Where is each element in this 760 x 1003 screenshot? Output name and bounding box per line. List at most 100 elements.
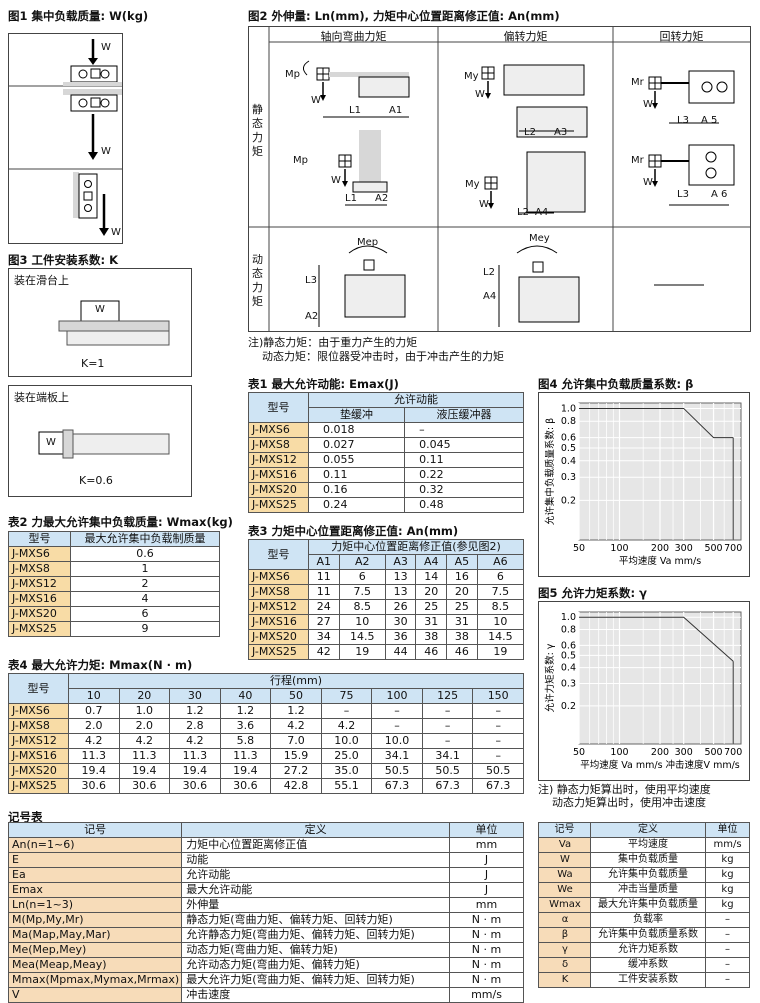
fig5-y-axis-label: 允许力矩系数: γ — [544, 643, 556, 712]
table4-cell: 11.3 — [118, 748, 171, 764]
fig2-col-bending: 轴向弯曲力矩 — [320, 30, 387, 43]
fig2-my-label-1: My — [464, 71, 479, 82]
table3-cell: 46 — [446, 644, 478, 660]
symbol-table-cell: J — [449, 882, 524, 898]
fig2-a4-label-1: A4 — [535, 207, 549, 218]
fig5-y-tick-label: 0.5 — [561, 650, 576, 661]
fig2-mey-label: Mey — [529, 233, 550, 244]
fig2-w-label-5: W — [643, 99, 653, 110]
table3-col-header: A4 — [415, 554, 448, 570]
table1-cell: J-MXS16 — [248, 467, 309, 483]
symbol-table-2-cell: 工件安装系数 — [590, 972, 706, 988]
fig5-x-tick-label: 200 — [651, 747, 669, 758]
symbol-table-2-cell: kg — [705, 882, 750, 898]
symbol-table-cell: M(Mp,My,Mr) — [7, 912, 183, 928]
table4-cell: 11.3 — [68, 748, 120, 764]
table4-cell: 4.2 — [169, 733, 221, 749]
table2-cell: J-MXS12 — [8, 576, 71, 592]
symbol-table-2-header-unit: 单位 — [705, 822, 750, 838]
fig5-y-tick-label: 1.0 — [561, 612, 576, 623]
table4-cell: 4.2 — [270, 718, 322, 734]
table4-cell: 4.2 — [118, 733, 171, 749]
table4-cell: 15.9 — [270, 748, 322, 764]
table3-cell: 16 — [446, 569, 478, 585]
symbol-table-2-cell: – — [705, 957, 750, 973]
fig5-x-tick-label: 100 — [610, 747, 628, 758]
table4-header-group: 行程(mm) — [68, 673, 524, 689]
fig4-y-axis-label: 允许集中负载质量系数: β — [544, 418, 556, 525]
table3-cell: 7.5 — [476, 584, 525, 600]
table3-col-header: A6 — [476, 554, 525, 570]
table3-cell: J-MXS6 — [248, 569, 309, 585]
fig2-l2-label-2: L2 — [517, 207, 529, 218]
fig4-y-tick-label: 0.5 — [561, 443, 576, 454]
symbol-table-2-cell: Va — [538, 837, 591, 853]
table3-header-group: 力矩中心位置距离修正值(参见图2) — [308, 539, 524, 555]
symbol-table-2-cell: 集中负载质量 — [590, 852, 706, 868]
table2-cell: 6 — [70, 606, 220, 622]
fig5-x-tick-label: 500 — [704, 747, 722, 758]
symbol-table-2-cell: Wmax — [538, 897, 591, 913]
fig2-row-static: 静态力矩 — [252, 103, 263, 158]
table1-cell: 0.48 — [404, 497, 524, 513]
symbol-table-cell: Ln(n=1~3) — [7, 897, 183, 913]
table4-cell: – — [421, 733, 474, 749]
table4-cell: J-MXS12 — [8, 733, 69, 749]
fig2-drawing — [249, 27, 750, 331]
table4-cell: 30.6 — [68, 778, 120, 794]
fig2-mr-label-2: Mr — [631, 155, 644, 166]
table4-col-header: 125 — [421, 688, 474, 704]
table2-cell: 9 — [70, 621, 220, 637]
symbol-table-row: Mea(Meap,Meay)允许动态力矩(弯曲力矩、偏转力矩)N · m — [7, 957, 524, 973]
table4-cell: – — [371, 718, 423, 734]
table3-cell: 11 — [308, 584, 340, 600]
fig3-w-label-2: W — [46, 437, 56, 448]
table4-col-header: 100 — [371, 688, 423, 704]
table3-cell: 25 — [446, 599, 478, 615]
table3-cell: 19 — [476, 644, 525, 660]
table1-cell: 0.027 — [307, 437, 406, 453]
fig5-y-tick-label: 0.4 — [561, 663, 576, 674]
fig2-w-label-2: W — [331, 175, 341, 186]
symbol-table-2-cell: – — [705, 927, 750, 943]
symbol-table-2-cell: α — [538, 912, 591, 928]
fig4-y-tick-label: 0.2 — [561, 495, 576, 506]
table3-header-model: 型号 — [248, 539, 309, 570]
symbol-table-row: Mmax(Mpmax,Mymax,Mrmax)最大允许力矩(弯曲力矩、偏转力矩、… — [7, 972, 524, 988]
symbol-table-2-cell: kg — [705, 897, 750, 913]
fig4-x-tick-label: 200 — [651, 543, 669, 554]
fig3-case1-drawing — [58, 300, 170, 346]
symbol-table-cell: 最大允许动能 — [181, 882, 450, 898]
fig4-y-tick-label: 1.0 — [561, 403, 576, 414]
symbol-table-2-cell: K — [538, 972, 591, 988]
table2-cell: 0.6 — [70, 546, 220, 562]
table4-cell: 11.3 — [219, 748, 272, 764]
table4-cell: 34.1 — [371, 748, 423, 764]
symbol-table-header-definition: 定义 — [181, 822, 450, 838]
table4-cell: J-MXS8 — [8, 718, 69, 734]
symbol-table-2-cell: 允许集中负载质量系数 — [590, 927, 706, 943]
fig3-k2: K=0.6 — [79, 474, 113, 487]
symbol-table-cell: 力矩中心位置距离修正值 — [181, 837, 450, 853]
table4-cell: 30.6 — [169, 778, 221, 794]
symbol-table-cell: 允许动能 — [181, 867, 450, 883]
fig2-a2-label-1: A2 — [375, 193, 389, 204]
symbol-table-cell: Mea(Meap,Meay) — [7, 957, 183, 973]
table1-cell: 0.32 — [404, 482, 524, 498]
table4-header-model: 型号 — [8, 673, 69, 704]
fig3-case2-panel: 装在端板上 W K=0.6 — [8, 385, 192, 497]
